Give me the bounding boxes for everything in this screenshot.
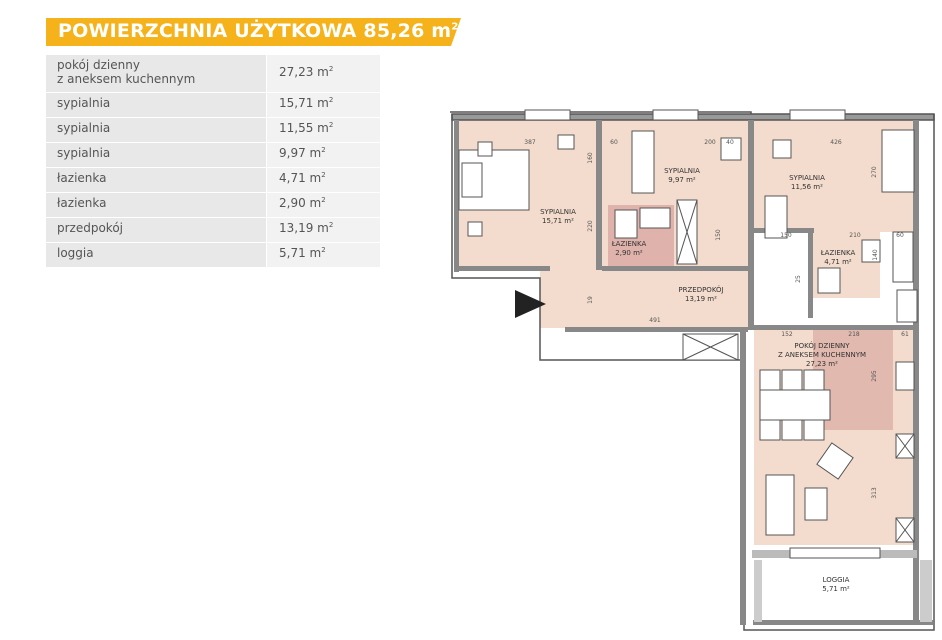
room-area: 27,23 m2 [267,55,380,92]
room-row: loggia 5,71 m2 [46,243,380,268]
room-name: łazienka [46,168,266,192]
room-name: sypialnia [46,93,266,117]
dimension-label: 295 [871,370,878,382]
area-header: POWIERZCHNIA UŻYTKOWA 85,26 m2 [46,18,461,46]
room-row: przedpokój 13,19 m2 [46,218,380,243]
room-name: sypialnia [46,118,266,142]
dimension-label: 313 [871,487,878,499]
room-name: przedpokój [46,218,266,242]
dimension-label: 61 [901,331,909,338]
room-area: 15,71 m2 [267,93,380,117]
room-name-line: sypialnia [57,146,111,160]
dimension-label: 426 [830,139,842,146]
room-label: SYPIALNIA [540,208,576,216]
dimension-label: 60 [610,139,618,146]
room-name-line: pokój dzienny [57,58,140,72]
dimension-label: 40 [726,139,734,146]
room-name: loggia [46,243,266,267]
dimension-label: 200 [704,139,716,146]
room-label: 5,71 m² [822,585,850,593]
room-label: SYPIALNIA [789,174,825,182]
room-label: 15,71 m² [542,217,574,225]
room-name: łazienka [46,193,266,217]
room-label: 11,56 m² [791,183,823,191]
room-label: POKÓJ DZIENNY [794,341,850,350]
dimension-label: 25 [795,275,802,283]
room-name-line: z aneksem kuchennym [57,72,196,86]
dimension-label: 491 [649,317,661,324]
dimension-label: 210 [849,232,861,239]
room-name-line: loggia [57,246,94,260]
room-label: 13,19 m² [685,295,717,303]
dimension-label: 150 [715,229,722,241]
room-row: sypialnia 15,71 m2 [46,93,380,118]
header-banner [46,18,461,46]
room-label: 27,23 m² [806,360,838,368]
room-area: 2,90 m2 [267,193,380,217]
entrance-arrow-icon [515,290,546,318]
room-name-line: przedpokój [57,221,124,235]
room-row: łazienka 4,71 m2 [46,168,380,193]
room-name: sypialnia [46,143,266,167]
dimension-labels: 387 60 200 40 426 160 270 220 150 210 60 150 25 491 15… [524,139,909,499]
room-row: sypialnia 9,97 m2 [46,143,380,168]
dimension-label: 218 [848,331,860,338]
room-label: 9,97 m² [668,176,696,184]
room-fills [459,120,938,622]
room-name-line: łazienka [57,196,107,210]
room-name-line: łazienka [57,171,107,185]
room-label: SYPIALNIA [664,167,700,175]
room-name-line: sypialnia [57,96,111,110]
room-row: sypialnia 11,55 m2 [46,118,380,143]
room-area: 13,19 m2 [267,218,380,242]
room-label: PRZEDPOKÓJ [678,285,723,294]
dimension-label: 270 [871,166,878,178]
room-label: Z ANEKSEM KUCHENNYM [778,351,866,359]
room-label: 4,71 m² [824,258,852,266]
room-area: 9,97 m2 [267,143,380,167]
dimension-label: 60 [896,232,904,239]
room-area: 11,55 m2 [267,118,380,142]
dimension-label: 152 [781,331,793,338]
room-label: ŁAZIENKA [611,240,647,248]
room-label: ŁAZIENKA [820,249,856,257]
dimension-label: 220 [587,220,594,232]
dimension-label: 140 [872,249,879,261]
room-row: łazienka 2,90 m2 [46,193,380,218]
dimension-label: 150 [780,232,792,239]
room-name-line: sypialnia [57,121,111,135]
room-area: 4,71 m2 [267,168,380,192]
arrow-entrance [515,290,546,318]
room-area: 5,71 m2 [267,243,380,267]
windows [524,109,881,559]
dimension-label: 387 [524,139,536,146]
room-label: 2,90 m² [615,249,643,257]
header-title: POWIERZCHNIA UŻYTKOWA 85,26 m2 [58,20,459,42]
dimension-label: 160 [587,152,594,164]
room-label: LOGGIA [823,576,850,584]
dimension-label: 19 [587,296,594,304]
furniture [458,129,918,543]
